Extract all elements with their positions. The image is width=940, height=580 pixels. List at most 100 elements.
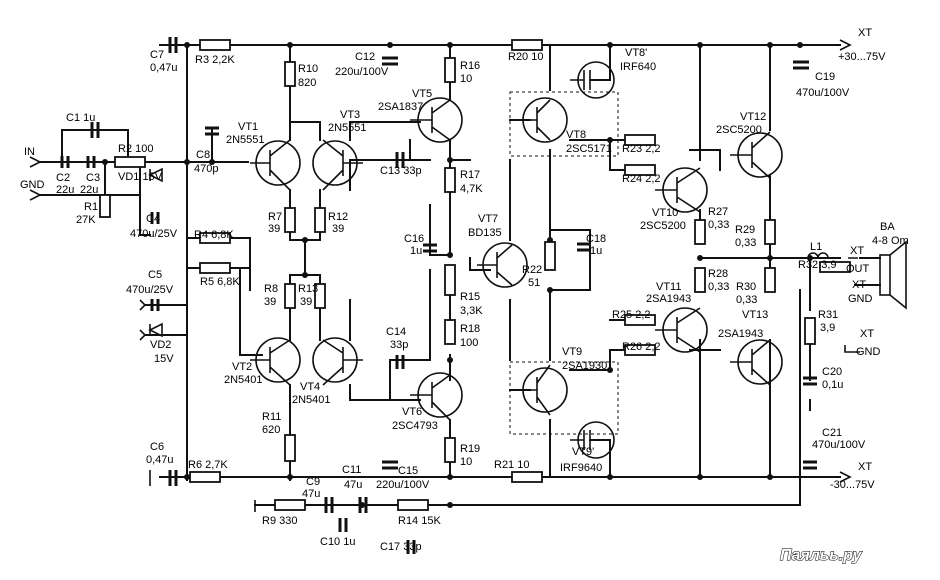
label-R20: R20 10 <box>508 51 543 63</box>
label-R8: R8 <box>264 283 278 295</box>
value-C11: 47u <box>344 479 362 491</box>
label-R22: R22 <box>522 264 542 276</box>
label-R29: R29 <box>735 224 755 236</box>
label-VT13: VT13 <box>742 309 768 321</box>
label-XT-gnd2: XT <box>860 328 874 340</box>
label-C3: C3 <box>86 172 100 184</box>
label-VT8: VT8 <box>566 129 586 141</box>
label-R2: R2 100 <box>118 143 153 155</box>
value-R29: 0,33 <box>735 237 756 249</box>
value-C7: 0,47u <box>150 62 178 74</box>
R12 <box>314 207 326 233</box>
label-R6: R6 2,7K <box>188 459 228 471</box>
value-VT12: 2SC5200 <box>716 124 762 136</box>
R30 <box>764 267 776 293</box>
label-R9: R9 330 <box>262 515 297 527</box>
value-R27: 0,33 <box>708 219 729 231</box>
R26 <box>624 344 656 356</box>
label-C7: C7 <box>150 49 164 61</box>
label-C16: C16 <box>404 233 424 245</box>
label-C13: C13 33p <box>380 165 422 177</box>
label-BA: BA <box>880 221 895 233</box>
value-VT8: 2SC5171 <box>566 143 612 155</box>
R14 <box>397 499 429 511</box>
value-C6: 0,47u <box>146 454 174 466</box>
component-labels: C7 0,47u R3 2,2K R10 820 C12 220u/100V R… <box>20 27 909 553</box>
value-R28: 0,33 <box>708 281 729 293</box>
R2 <box>114 156 146 168</box>
value-C4: 470u/25V <box>130 228 178 240</box>
value-VT9: 2SA1930 <box>562 360 607 372</box>
value-VT7: BD135 <box>468 227 502 239</box>
R15 <box>444 264 456 296</box>
terminals <box>29 39 865 512</box>
value-C3: 22u <box>80 184 98 196</box>
label-R28: R28 <box>708 268 728 280</box>
value-VT3: 2N5551 <box>328 122 367 134</box>
label-R13: R13 <box>298 283 318 295</box>
R27 <box>694 219 706 245</box>
label-R4: R4 6,8K <box>194 229 234 241</box>
label-VT6: VT6 <box>402 406 422 418</box>
VD2-diode <box>148 322 163 338</box>
label-GND-in: GND <box>20 179 45 191</box>
label-R15: R15 <box>460 291 480 303</box>
R7 <box>284 207 296 233</box>
label-VT4: VT4 <box>300 381 320 393</box>
label-R14: R14 15K <box>398 515 441 527</box>
value-R11: 620 <box>262 424 280 436</box>
label-C19: C19 <box>815 71 835 83</box>
label-C11: C11 <box>342 464 361 476</box>
resistors <box>99 39 851 511</box>
R4 <box>199 232 231 244</box>
label-R18: R18 <box>460 323 480 335</box>
label-C9: C9 <box>306 476 320 488</box>
value-C16: 1u <box>410 245 422 257</box>
value-R19: 10 <box>460 456 472 468</box>
value-C21: 470u/100V <box>812 439 866 451</box>
label-VT1: VT1 <box>238 121 258 133</box>
label-R7: R7 <box>268 211 282 223</box>
value-VT13: 2SA1943 <box>718 328 763 340</box>
value-C19: 470u/100V <box>796 87 850 99</box>
label-C20: C20 <box>822 366 842 378</box>
R20 <box>511 39 543 51</box>
label-R27: R27 <box>708 206 728 218</box>
R6 <box>189 471 221 483</box>
R22 <box>544 241 556 271</box>
value-VT2: 2N5401 <box>224 374 263 386</box>
label-GND-zobel: GND <box>856 346 881 358</box>
label-XT-gnd: XT <box>852 279 866 291</box>
label-R16: R16 <box>460 60 480 72</box>
R32 <box>819 261 851 273</box>
inductor-L1 <box>807 252 829 259</box>
label-R3: R3 2,2K <box>195 54 235 66</box>
value-C14: 33p <box>390 339 408 351</box>
value-XT1: +30...75V <box>838 51 886 63</box>
label-R11: R11 <box>262 411 281 423</box>
value-R31: 3,9 <box>820 322 835 334</box>
speaker-icon <box>879 240 907 310</box>
value-VT6: 2SC4793 <box>392 420 438 432</box>
label-C21: C21 <box>822 427 842 439</box>
value-R8: 39 <box>264 296 276 308</box>
R10 <box>284 61 296 87</box>
label-VT9p: VT9' <box>572 446 594 458</box>
value-VD2: 15V <box>154 353 174 365</box>
junction-dots <box>102 42 813 508</box>
label-C4: C4 <box>146 213 160 225</box>
label-L1: L1 <box>810 241 822 253</box>
R11 <box>284 434 296 462</box>
value-XT2: -30...75V <box>830 479 875 491</box>
label-C18: C18 <box>586 233 606 245</box>
R19 <box>444 437 456 463</box>
transistors <box>250 61 783 459</box>
value-R1: 27K <box>76 214 96 226</box>
label-C2: C2 <box>56 172 70 184</box>
label-VT5: VT5 <box>412 88 432 100</box>
value-C5: 470u/25V <box>126 284 174 296</box>
label-R24: R24 2,2 <box>622 173 661 185</box>
label-R17: R17 <box>460 169 480 181</box>
label-R30: R30 <box>736 281 756 293</box>
